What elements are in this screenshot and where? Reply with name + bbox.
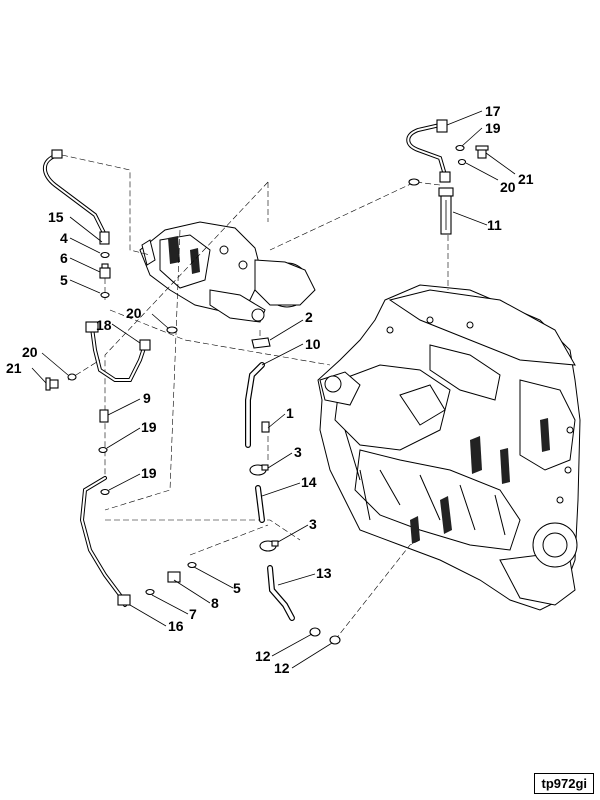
callout-12-a: 12 [255,648,271,664]
callout-17: 17 [485,103,501,119]
callout-12-b: 12 [274,660,290,676]
callout-20: 20 [500,179,516,195]
adapter-11 [438,187,454,235]
washer-7 [145,588,155,596]
callout-16: 16 [168,618,184,634]
oil-pipe-18 [85,321,151,382]
callout-20-left: 20 [22,344,38,360]
plug-12-a [309,627,321,637]
callout-15: 15 [48,209,64,225]
oil-feed-pipe-17 [406,119,451,183]
washer-19-low [100,488,110,496]
callout-2: 2 [305,309,313,325]
washer-19-top [455,144,465,152]
washer-4 [100,251,110,259]
callout-10: 10 [305,336,321,352]
callout-9: 9 [143,390,151,406]
washer-19-mid [98,446,108,454]
callout-13: 13 [316,565,332,581]
banjo-bolt-21-top [475,145,489,159]
callout-14: 14 [301,474,317,490]
dashed-connection-lines [61,154,449,641]
washer-top-oring [408,178,420,186]
adapter-6 [99,263,111,279]
callout-20-mid: 20 [126,305,142,321]
callout-8: 8 [211,595,219,611]
callout-18: 18 [96,317,112,333]
washer-20-left [67,373,77,381]
leader-lines [31,110,516,669]
fitting-9 [99,409,109,423]
oil-drain-tube-10 [245,362,265,448]
gasket-2 [251,337,271,349]
callout-5-low: 5 [233,580,241,596]
callout-3-lower: 3 [309,516,317,532]
oil-feed-pipe-upper [42,149,110,245]
oil-pipe-16 [79,476,131,607]
callout-3-upper: 3 [294,444,302,460]
bolt-1 [261,421,270,433]
washer-5 [100,291,110,299]
callout-6: 6 [60,250,68,266]
plug-12-b [329,635,341,645]
drain-tube-13 [267,565,295,621]
callout-1: 1 [286,405,294,421]
callout-19-low: 19 [141,465,157,481]
callout-11: 11 [487,217,502,233]
callout-21: 21 [518,171,534,187]
clamp-3-upper [249,464,269,476]
banjo-bolt-21-left [45,377,59,391]
callout-5: 5 [60,272,68,288]
hose-14 [255,485,265,523]
turbocharger [139,221,316,323]
callout-19-mid: 19 [141,419,157,435]
callout-19: 19 [485,120,501,136]
clamp-3-lower [259,540,279,552]
callout-21-left: 21 [6,360,22,376]
callout-numbers: 17 19 21 20 11 15 4 6 5 20 18 2 10 20 21… [6,103,534,676]
callout-4: 4 [60,230,68,246]
adapter-8 [167,571,181,583]
engine-block [317,284,581,611]
washer-20-mid [166,326,178,334]
reference-code: tp972gi [534,773,594,794]
callout-7: 7 [189,606,197,622]
washer-5-low [187,561,197,569]
washer-20-top [457,158,467,166]
